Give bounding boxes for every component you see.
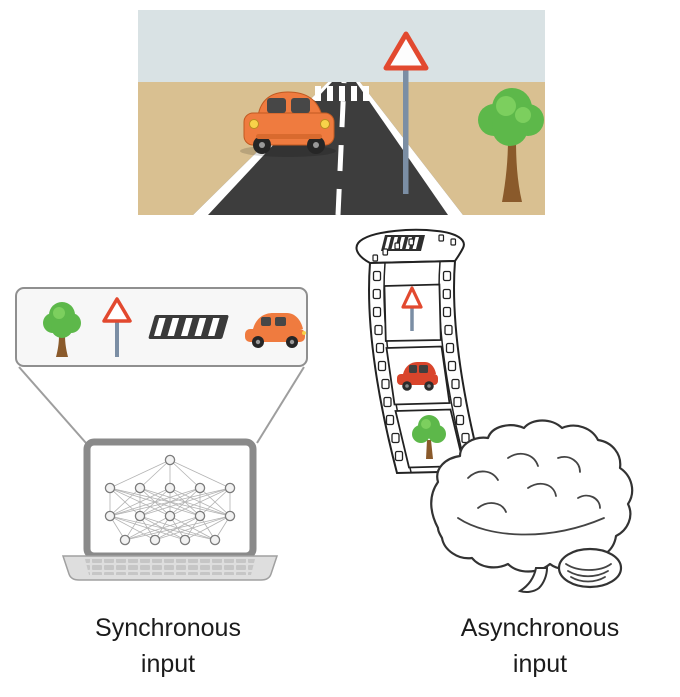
callout-box <box>15 287 308 367</box>
laptop-keyboard <box>85 559 255 575</box>
brain-cerebrum <box>430 419 634 573</box>
neural-network <box>104 454 236 546</box>
brain-illustration <box>430 419 634 593</box>
warning-sign-icon <box>383 31 429 194</box>
car-icon <box>240 91 336 157</box>
film-frame-car <box>385 345 451 406</box>
label-synchronous: Synchronous input <box>58 610 278 683</box>
callout-car-icon <box>245 313 306 348</box>
frame-warning-sign-icon <box>401 286 423 309</box>
callout-icons <box>43 297 306 357</box>
film-frame-tree <box>394 408 466 469</box>
callout-warning-sign-icon <box>102 297 132 357</box>
callout-crosswalk-icon <box>148 315 229 339</box>
film-curl-crosswalk-icon <box>381 235 425 251</box>
film-curl <box>355 228 465 264</box>
laptop <box>61 438 279 581</box>
callout-tree-icon <box>43 302 81 357</box>
crosswalk <box>315 86 369 101</box>
film-curl-perforations <box>372 234 457 262</box>
label-synchronous-line1: Synchronous <box>95 614 241 642</box>
road-center-dashes <box>335 81 347 215</box>
tree-icon <box>478 88 544 202</box>
film-perforations <box>372 270 474 462</box>
film-strip <box>355 228 484 475</box>
frame-car-icon <box>397 362 438 391</box>
label-asynchronous-line1: Asynchronous <box>460 614 620 642</box>
label-asynchronous-line2: input <box>512 650 568 679</box>
callout-connector <box>18 366 305 444</box>
frame-tree-icon <box>412 415 446 459</box>
film-frame-sign <box>383 283 442 342</box>
label-synchronous-line2: input <box>140 650 196 679</box>
label-asynchronous: Asynchronous input <box>430 610 650 683</box>
brain-gyri-lines <box>457 452 612 583</box>
brain-stem <box>517 567 549 593</box>
road-scene <box>138 10 545 215</box>
scene-sky <box>138 10 545 88</box>
